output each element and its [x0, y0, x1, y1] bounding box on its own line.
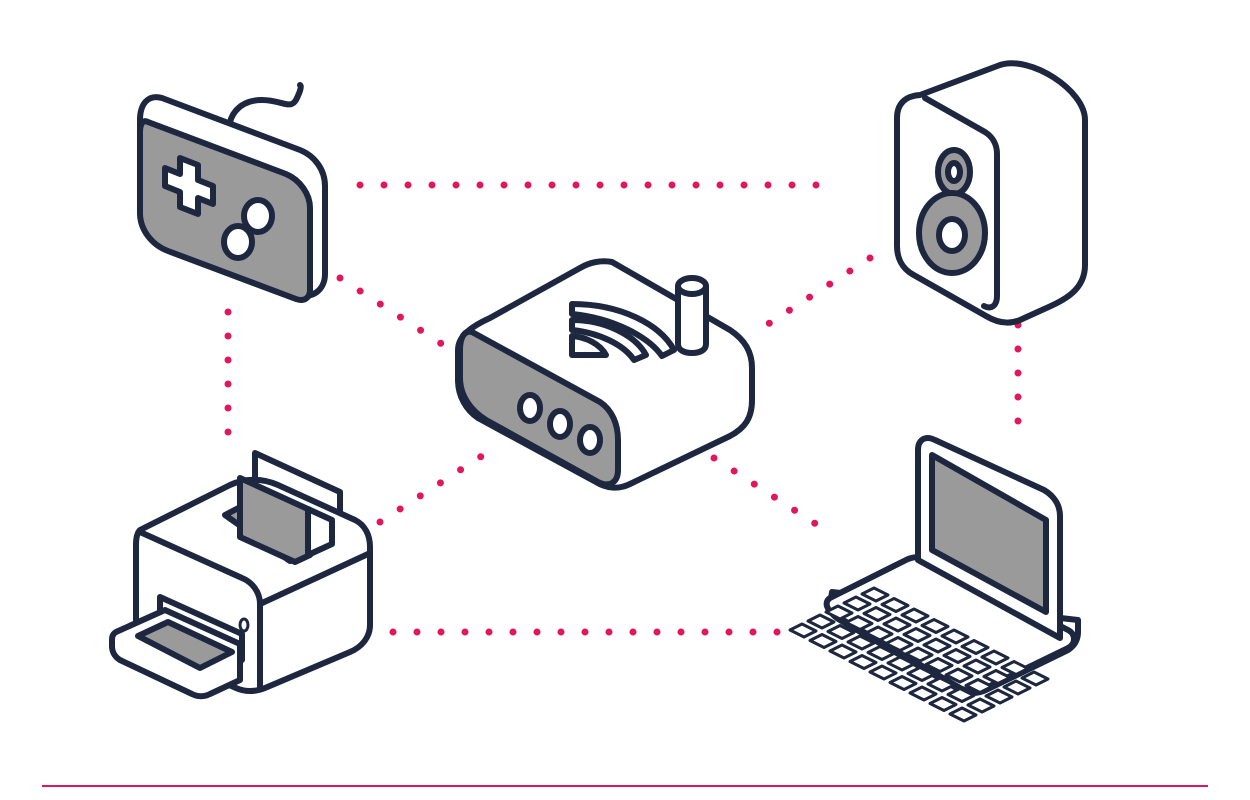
keyboard-key [848, 654, 878, 670]
keyboard-key [842, 595, 872, 612]
keyboard-key [924, 657, 954, 673]
keyboard-key [1020, 670, 1050, 687]
keyboard-key [904, 646, 934, 663]
keyboard-key [824, 604, 854, 621]
keyboard-key [788, 622, 818, 639]
keyboard-key [886, 655, 916, 672]
keyboard-key [808, 633, 838, 649]
keyboard-key [926, 676, 956, 693]
keyboard-key [866, 645, 896, 661]
keyboard-key [908, 685, 938, 702]
keyboard-key [962, 658, 992, 675]
connection-speaker-router [758, 254, 874, 332]
keyboard-key [864, 625, 894, 642]
connection-gamepad-router [336, 274, 452, 352]
keyboard-key [828, 643, 858, 660]
keyboard-key [948, 706, 978, 723]
keyboard-key [846, 634, 876, 651]
keyboard-key [960, 639, 990, 655]
connection-router-laptop [710, 454, 826, 532]
keyboard-key [920, 618, 950, 634]
keyboard-key [860, 586, 890, 603]
keyboard-key [844, 615, 874, 631]
keyboard-key [888, 675, 918, 691]
keyboard-keys [788, 586, 1050, 723]
gamepad-icon [137, 82, 328, 303]
keyboard-key [826, 624, 856, 640]
keyboard-key [964, 678, 994, 694]
keyboard-key [980, 649, 1010, 666]
keyboard-key [922, 637, 952, 654]
speaker-icon [894, 60, 1088, 326]
keyboard-key [966, 697, 996, 714]
keyboard-key [982, 669, 1012, 685]
keyboard-key [902, 627, 932, 643]
keyboard-key [1000, 660, 1030, 676]
keyboard-key [882, 616, 912, 633]
keyboard-key [880, 597, 910, 613]
keyboard-key [884, 636, 914, 652]
connection-printer-router [376, 448, 492, 526]
laptop-icon [788, 435, 1081, 723]
printer-icon [109, 450, 373, 700]
wifi-router-icon [455, 258, 755, 491]
keyboard-key [928, 696, 958, 712]
connection-lines [224, 181, 1022, 636]
keyboard-key [862, 606, 892, 622]
keyboard-key [944, 667, 974, 684]
keyboard-key [940, 628, 970, 645]
keyboard-key [900, 607, 930, 624]
keyboard-key [806, 613, 836, 630]
keyboard-key [868, 664, 898, 681]
keyboard-key [984, 688, 1014, 705]
keyboard-key [906, 666, 936, 682]
keyboard-key [946, 687, 976, 703]
keyboard-key [942, 648, 972, 664]
keyboard-key [1002, 679, 1032, 696]
